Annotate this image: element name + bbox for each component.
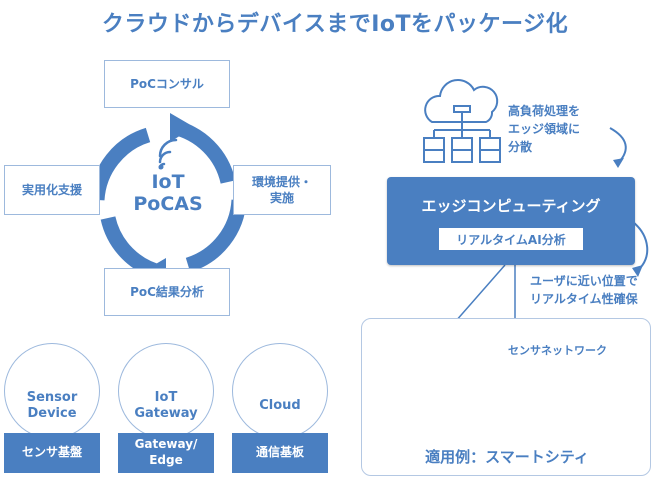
- city-caption: 適用例：スマートシティ: [425, 448, 589, 466]
- cloud-server-icon: [423, 79, 501, 163]
- smart-city-box: 適用例：スマートシティ: [361, 318, 651, 476]
- bar-sensor-base: センサ基盤: [4, 433, 100, 473]
- device-label-cloud: Cloud: [259, 398, 301, 413]
- center-line-2: PoCAS: [133, 192, 203, 215]
- box-environment: 環境提供・ 実施: [233, 165, 331, 215]
- sensor-network-label: センサネットワーク: [508, 344, 607, 357]
- cycle-center-label: IoT PoCAS: [118, 171, 218, 216]
- page-title: クラウドからデバイスまでIoTをパッケージ化: [101, 12, 569, 37]
- edge-computing-box: エッジコンピューティング リアルタイムAI分析: [387, 177, 635, 265]
- bar-gateway-edge: Gateway/ Edge: [118, 433, 214, 473]
- cycle-arrowhead-1: [170, 113, 194, 142]
- device-circle-gateway: [118, 343, 214, 439]
- bar-comm-base: 通信基板: [232, 433, 328, 473]
- edge-sub: リアルタイムAI分析: [439, 228, 583, 250]
- device-circle-cloud: [232, 343, 328, 439]
- edge-title: エッジコンピューティング: [421, 197, 601, 215]
- box-poc-consulting: PoCコンサル: [104, 60, 230, 108]
- arrow-to-edge: [609, 127, 627, 163]
- cloud-note: 高負荷処理を エッジ領域に 分散: [508, 104, 581, 154]
- wifi-icon: [158, 138, 178, 170]
- box-practical-support: 実用化支援: [4, 165, 100, 215]
- device-label-sensor: Sensor Device: [26, 390, 78, 422]
- device-circle-sensor: [4, 343, 100, 439]
- box-poc-analysis: PoC結果分析: [104, 268, 230, 316]
- center-line-1: IoT: [151, 171, 185, 193]
- realtime-note: ユーザに近い位置で リアルタイム性確保: [530, 274, 638, 306]
- device-label-gateway: IoT Gateway: [134, 390, 198, 422]
- arrow-to-city: [632, 221, 649, 271]
